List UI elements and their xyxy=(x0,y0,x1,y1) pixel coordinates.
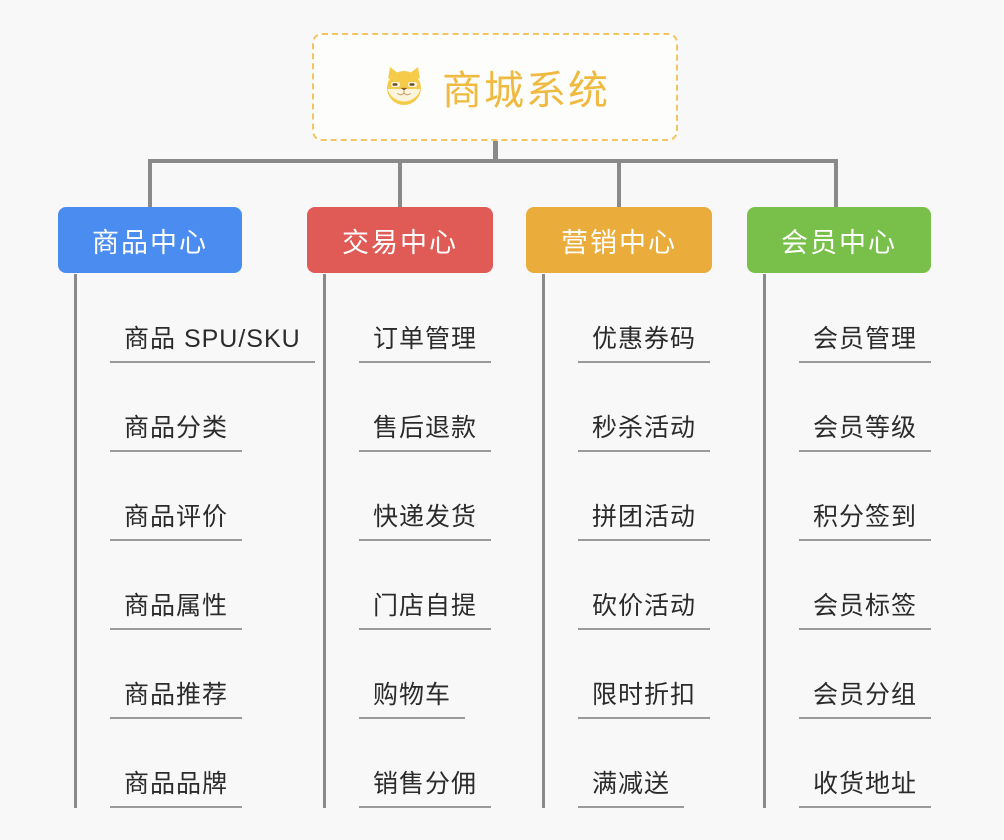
connector-drop-1 xyxy=(148,159,152,209)
list-item[interactable]: 商品属性 xyxy=(74,541,243,630)
list-item-label: 会员等级 xyxy=(799,413,932,452)
column-rail xyxy=(542,274,545,808)
list-item[interactable]: 拼团活动 xyxy=(542,452,711,541)
list-item[interactable]: 会员管理 xyxy=(763,274,932,363)
list-item-label: 快递发货 xyxy=(359,502,492,541)
list-item[interactable]: 购物车 xyxy=(323,630,466,719)
connector-horizontal-bus xyxy=(148,159,838,163)
list-item-label: 售后退款 xyxy=(359,413,492,452)
list-item-label: 商品分类 xyxy=(110,413,243,452)
category-label: 营销中心 xyxy=(561,227,677,258)
list-item[interactable]: 限时折扣 xyxy=(542,630,711,719)
list-item[interactable]: 订单管理 xyxy=(323,274,492,363)
list-item-label: 限时折扣 xyxy=(578,680,711,719)
list-item[interactable]: 收货地址 xyxy=(763,719,932,808)
connector-drop-3 xyxy=(617,159,621,209)
list-item-label: 砍价活动 xyxy=(578,591,711,630)
list-item[interactable]: 门店自提 xyxy=(323,541,492,630)
list-item-label: 购物车 xyxy=(359,680,466,719)
column-rail xyxy=(763,274,766,808)
list-item-label: 优惠券码 xyxy=(578,324,711,363)
shiba-dog-face-icon xyxy=(380,63,428,111)
category-label: 会员中心 xyxy=(781,227,897,258)
list-item-label: 收货地址 xyxy=(799,769,932,808)
list-item[interactable]: 会员等级 xyxy=(763,363,932,452)
list-item[interactable]: 快递发货 xyxy=(323,452,492,541)
list-item[interactable]: 砍价活动 xyxy=(542,541,711,630)
list-item-label: 会员管理 xyxy=(799,324,932,363)
list-item[interactable]: 商品品牌 xyxy=(74,719,243,808)
column-rail xyxy=(323,274,326,808)
connector-drop-4 xyxy=(834,159,838,209)
list-item[interactable]: 满减送 xyxy=(542,719,685,808)
list-item[interactable]: 商品评价 xyxy=(74,452,243,541)
list-item[interactable]: 销售分佣 xyxy=(323,719,492,808)
connector-drop-2 xyxy=(398,159,402,209)
list-item-label: 满减送 xyxy=(578,769,685,808)
list-item[interactable]: 秒杀活动 xyxy=(542,363,711,452)
list-item[interactable]: 会员分组 xyxy=(763,630,932,719)
connector-root-stem xyxy=(493,141,498,163)
list-item-label: 积分签到 xyxy=(799,502,932,541)
list-item-label: 商品属性 xyxy=(110,591,243,630)
list-item-label: 订单管理 xyxy=(359,324,492,363)
column-rail xyxy=(74,274,77,808)
list-item-label: 会员分组 xyxy=(799,680,932,719)
list-item[interactable]: 积分签到 xyxy=(763,452,932,541)
category-box-member-center[interactable]: 会员中心 xyxy=(747,207,931,273)
category-label: 商品中心 xyxy=(92,227,208,258)
list-item-label: 秒杀活动 xyxy=(578,413,711,452)
list-item[interactable]: 售后退款 xyxy=(323,363,492,452)
list-item-label: 商品推荐 xyxy=(110,680,243,719)
list-item[interactable]: 商品推荐 xyxy=(74,630,243,719)
list-item[interactable]: 会员标签 xyxy=(763,541,932,630)
list-item-label: 商品 SPU/SKU xyxy=(110,324,315,363)
list-item-label: 门店自提 xyxy=(359,591,492,630)
list-item-label: 会员标签 xyxy=(799,591,932,630)
category-box-product-center[interactable]: 商品中心 xyxy=(58,207,242,273)
list-item[interactable]: 商品分类 xyxy=(74,363,243,452)
list-item-label: 商品评价 xyxy=(110,502,243,541)
list-item-label: 销售分佣 xyxy=(359,769,492,808)
list-item[interactable]: 商品 SPU/SKU xyxy=(74,274,315,363)
root-title: 商城系统 xyxy=(442,69,610,113)
category-box-trade-center[interactable]: 交易中心 xyxy=(307,207,493,273)
list-item-label: 商品品牌 xyxy=(110,769,243,808)
list-item-label: 拼团活动 xyxy=(578,502,711,541)
category-label: 交易中心 xyxy=(342,227,458,258)
category-box-marketing-center[interactable]: 营销中心 xyxy=(526,207,712,273)
root-node[interactable]: 商城系统 xyxy=(312,33,678,141)
list-item[interactable]: 优惠券码 xyxy=(542,274,711,363)
